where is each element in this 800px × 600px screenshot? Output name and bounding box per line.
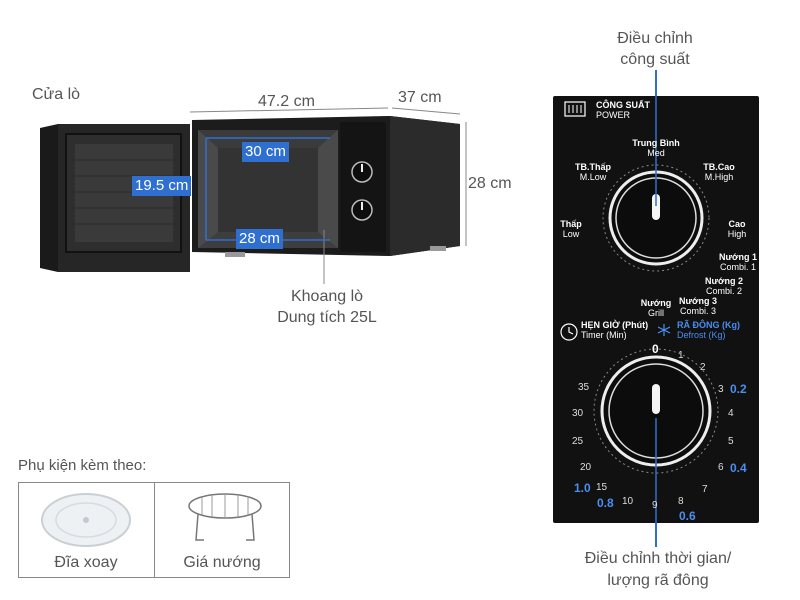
inner-depth-label: 28 cm: [236, 229, 283, 249]
defrost-number-0-2: 0.2: [730, 382, 747, 396]
timer-number-10: 10: [622, 496, 634, 507]
defrost-subtitle: Defrost (Kg): [677, 330, 726, 340]
defrost-number-1-0: 1.0: [574, 481, 591, 495]
timer-number-30: 30: [572, 408, 584, 419]
defrost-number-0-6: 0.6: [679, 509, 696, 523]
defrost-number-0-8: 0.8: [597, 496, 614, 510]
timer-number-7: 7: [702, 484, 708, 495]
power-pointer-line-top: [655, 70, 657, 96]
timer-number-8: 8: [678, 496, 684, 507]
timer-number-6: 6: [718, 462, 724, 473]
power-adjust-line2: công suất: [620, 51, 690, 68]
cavity-label-line2: Dung tích 25L: [277, 309, 377, 326]
inner-height-label: 19.5 cm: [132, 176, 192, 196]
power-adjust-line1: Điều chỉnh: [617, 30, 693, 47]
inner-width-label: 30 cm: [242, 142, 289, 162]
control-panel-drawing: [560, 96, 719, 523]
timer-number-0: 0: [652, 342, 659, 356]
timer-pointer-line-bottom: [655, 523, 657, 547]
timer-adjust-label: Điều chỉnh thời gian/ lượng rã đông: [568, 548, 748, 592]
accessories-title: Phụ kiện kèm theo:: [18, 457, 147, 474]
power-title: CÔNG SUẤT POWER: [596, 100, 650, 120]
timer-number-3: 3: [718, 384, 724, 395]
timer-number-9: 9: [652, 500, 658, 511]
outer-height-label: 28 cm: [468, 175, 512, 192]
grill-rack-image: [188, 493, 262, 541]
timer-number-20: 20: [580, 462, 592, 473]
accessories-box: [18, 482, 290, 578]
turntable-plate-image: [41, 493, 131, 547]
defrost-title: RÃ ĐÔNG (Kg) Defrost (Kg): [677, 320, 740, 340]
outer-depth-label: 37 cm: [398, 89, 442, 106]
power-subtitle: POWER: [596, 110, 631, 120]
door-label: Cửa lò: [32, 86, 81, 103]
cavity-label-line1: Khoang lò: [290, 288, 364, 305]
timer-adjust-line1: Điều chỉnh thời gian/: [584, 550, 732, 567]
timer-adjust-line2: lượng rã đông: [607, 572, 709, 589]
defrost-number-0-4: 0.4: [730, 461, 747, 475]
timer-number-25: 25: [572, 436, 584, 447]
timer-number-1: 1: [678, 350, 684, 361]
accessory-grill-rack-label: Giá nướng: [183, 554, 261, 571]
power-adjust-label: Điều chỉnh công suất: [590, 28, 720, 70]
timer-number-35: 35: [578, 382, 590, 393]
accessory-turntable-label: Đĩa xoay: [54, 554, 118, 571]
timer-subtitle: Timer (Min): [581, 330, 627, 340]
timer-number-4: 4: [728, 408, 734, 419]
outer-width-label: 47.2 cm: [258, 93, 315, 110]
timer-title: HẸN GIỜ (Phút) Timer (Min): [581, 320, 649, 340]
timer-number-5: 5: [728, 436, 734, 447]
timer-number-2: 2: [700, 362, 706, 373]
timer-number-15: 15: [596, 482, 608, 493]
cavity-label: Khoang lò Dung tích 25L: [262, 286, 392, 328]
